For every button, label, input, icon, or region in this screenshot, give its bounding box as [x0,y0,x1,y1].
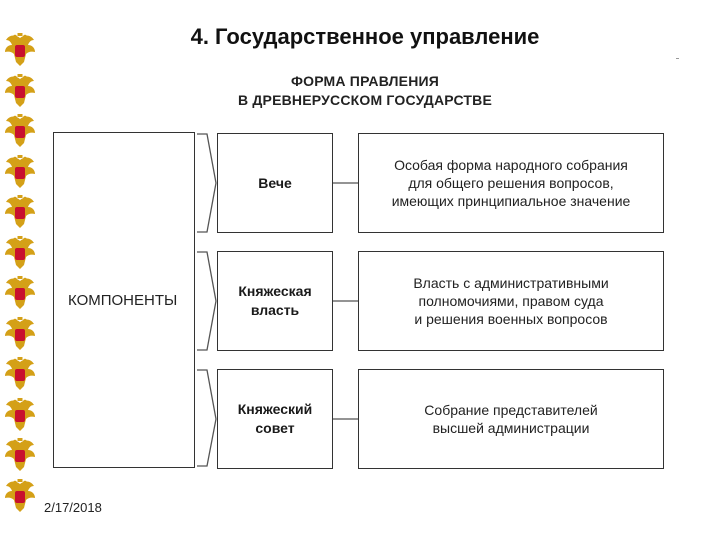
double-headed-eagle-icon [3,478,37,514]
component-box-princely-power: Княжеская власть [217,251,333,351]
component-description: Власть с административными полномочиями,… [413,275,609,327]
brace-connector-2 [197,251,217,351]
diagram-title-line-1: ФОРМА ПРАВЛЕНИЯ [290,73,440,89]
double-headed-eagle-icon [3,275,37,311]
diagram-title: ФОРМА ПРАВЛЕНИЯ В ДРЕВНЕРУССКОМ ГОСУДАРС… [205,72,525,110]
double-headed-eagle-icon [3,437,37,473]
component-name: Княжеская власть [238,283,312,318]
description-box-princely-power: Власть с административными полномочиями,… [358,251,664,351]
component-box-princely-council: Княжеский совет [217,369,333,469]
description-box-veche: Особая форма народного собрания для обще… [358,133,664,233]
double-headed-eagle-icon [3,154,37,190]
diagram-title-line-2: В ДРЕВНЕРУССКОМ ГОСУДАРСТВЕ [237,92,493,108]
double-headed-eagle-icon [3,113,37,149]
component-description: Собрание представителей высшей администр… [424,402,598,436]
double-headed-eagle-icon [3,73,37,109]
double-headed-eagle-icon [3,235,37,271]
double-headed-eagle-icon [3,32,37,68]
brace-connector-3 [197,369,217,467]
component-name: Вече [258,174,292,191]
component-box-veche: Вече [217,133,333,233]
component-name: Княжеский совет [237,401,313,436]
component-description: Особая форма народного собрания для обще… [391,157,631,209]
brace-connector-1 [197,133,217,233]
decorative-dot [676,58,679,59]
description-box-princely-council: Собрание представителей высшей администр… [358,369,664,469]
components-box: КОМПОНЕНТЫ [53,132,195,468]
slide-title: 4. Государственное управление [190,24,540,49]
double-headed-eagle-icon [3,356,37,392]
double-headed-eagle-icon [3,194,37,230]
emblem-strip [0,30,42,520]
components-label: КОМПОНЕНТЫ [68,291,178,309]
double-headed-eagle-icon [3,397,37,433]
slide-date: 2/17/2018 [44,500,102,515]
double-headed-eagle-icon [3,316,37,352]
